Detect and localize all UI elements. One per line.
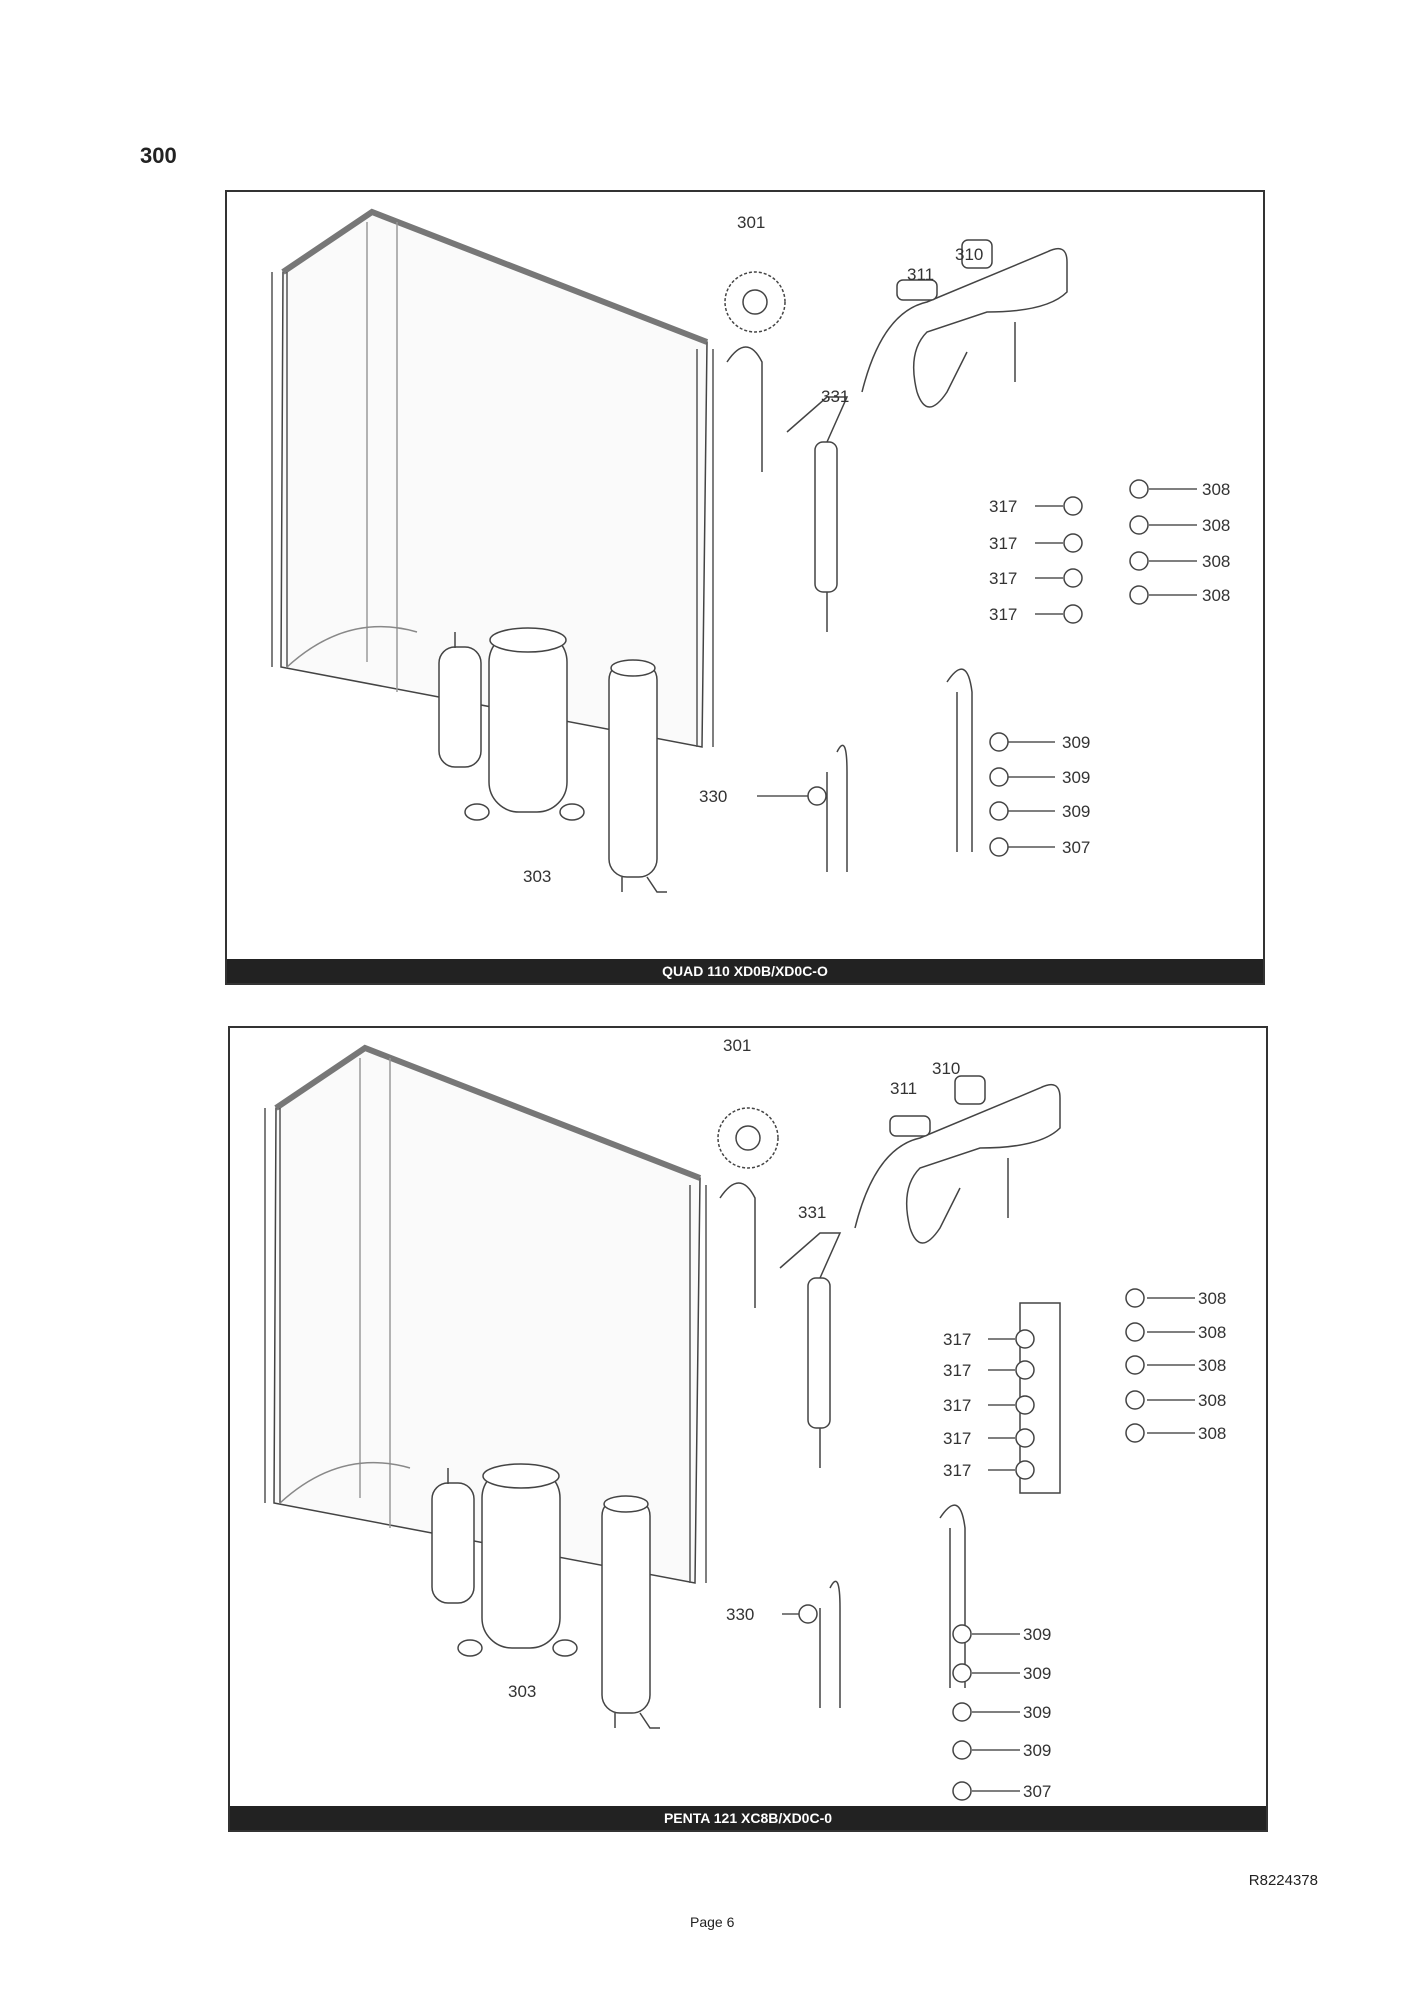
valve-fitting-icon [807,786,827,806]
part-label-317: 317 [943,1330,971,1349]
part-label-301: 301 [737,213,765,232]
part-label-303: 303 [523,867,551,886]
valve-fitting-icon [1063,568,1083,588]
part-label-317: 317 [989,497,1017,516]
part-label-308: 308 [1202,516,1230,535]
part-label-307: 307 [1062,838,1090,857]
diagram-panel-penta: 301 310 311 331 317 317 317 317 317 308 308 308 308 3… [228,1026,1268,1832]
part-label-309: 309 [1062,802,1090,821]
part-label-309: 309 [1023,1703,1051,1722]
valve-fitting-icon [952,1624,972,1644]
valve-fitting-icon [989,767,1009,787]
valve-fitting-icon [1015,1329,1035,1349]
part-label-317: 317 [989,534,1017,553]
valve-fitting-icon [1063,604,1083,624]
part-label-317: 317 [943,1461,971,1480]
part-label-311: 311 [907,265,934,284]
part-label-308: 308 [1198,1391,1226,1410]
part-label-303: 303 [508,1682,536,1701]
part-label-311: 311 [890,1079,917,1098]
valve-fitting-icon [1129,551,1149,571]
valve-fitting-icon [1125,1322,1145,1342]
valve-fitting-icon [1015,1428,1035,1448]
valve-fitting-icon [1125,1355,1145,1375]
valve-fitting-icon [952,1740,972,1760]
exploded-parts-diagram: 301 310 311 331 317 317 317 317 317 308 308 308 308 3… [230,1036,1226,1801]
part-label-317: 317 [989,605,1017,624]
valve-fitting-icon [1129,479,1149,499]
valve-fitting-icon [1063,496,1083,516]
part-label-310: 310 [932,1059,960,1078]
part-label-308: 308 [1202,552,1230,571]
part-label-317: 317 [989,569,1017,588]
valve-fitting-icon [1125,1423,1145,1443]
part-label-309: 309 [1023,1664,1051,1683]
valve-fitting-icon [1063,533,1083,553]
part-label-317: 317 [943,1361,971,1380]
exploded-parts-diagram: 301 310 311 331 317 317 317 317 308 308 308 308 309 3… [227,192,1230,962]
valve-fitting-icon [989,801,1009,821]
page-number: Page 6 [690,1914,735,1930]
part-label-309: 309 [1062,733,1090,752]
valve-fitting-icon [952,1663,972,1683]
valve-fitting-icon [989,837,1009,857]
part-label-308: 308 [1198,1323,1226,1342]
part-label-308: 308 [1198,1424,1226,1443]
part-label-330: 330 [726,1605,754,1624]
part-label-317: 317 [943,1396,971,1415]
valve-fitting-icon [952,1702,972,1722]
diagram-panel-quad: 301 310 311 331 317 317 317 317 308 308 308 308 309 3… [225,190,1265,985]
part-label-301: 301 [723,1036,751,1055]
part-label-309: 309 [1023,1741,1051,1760]
valve-fitting-icon [1015,1460,1035,1480]
part-label-309: 309 [1023,1625,1051,1644]
reference-code: R8224378 [1248,1872,1318,1889]
valve-fitting-icon [952,1781,972,1801]
part-label-309: 309 [1062,768,1090,787]
section-number: 300 [140,143,177,168]
valve-fitting-icon [798,1604,818,1624]
valve-fitting-icon [1129,585,1149,605]
part-label-308: 308 [1198,1356,1226,1375]
valve-fitting-icon [1015,1360,1035,1380]
part-label-308: 308 [1198,1289,1226,1308]
valve-fitting-icon [1125,1288,1145,1308]
valve-fitting-icon [1129,515,1149,535]
valve-fitting-icon [1125,1390,1145,1410]
part-label-310: 310 [955,245,983,264]
part-label-330: 330 [699,787,727,806]
valve-fitting-icon [1015,1395,1035,1415]
part-label-308: 308 [1202,586,1230,605]
part-label-307: 307 [1023,1782,1051,1801]
part-label-317: 317 [943,1429,971,1448]
panel-caption: PENTA 121 XC8B/XD0C-0 [230,1806,1266,1830]
part-label-331: 331 [798,1203,826,1222]
valve-fitting-icon [989,732,1009,752]
panel-caption: QUAD 110 XD0B/XD0C-O [227,959,1263,983]
part-label-308: 308 [1202,480,1230,499]
part-label-331: 331 [821,387,849,406]
